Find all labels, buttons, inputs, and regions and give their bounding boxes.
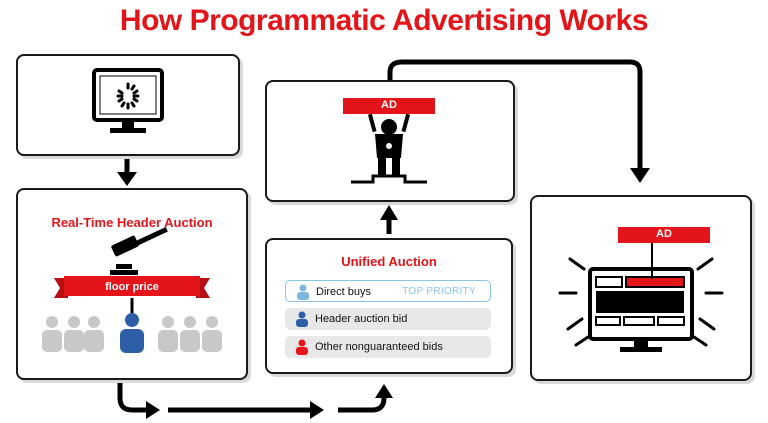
person-icon xyxy=(296,311,308,327)
podium-icon xyxy=(351,174,427,184)
auction-illustration xyxy=(42,226,222,353)
winning-ad-box: AD xyxy=(265,80,515,202)
row-label: Direct buys xyxy=(316,286,372,298)
row-label: Other nonguaranteed bids xyxy=(315,341,443,353)
ad-banner xyxy=(618,227,710,243)
ad-banner xyxy=(343,98,435,114)
person-icon xyxy=(297,284,309,300)
list-item-other-bids: Other nonguaranteed bids xyxy=(285,336,491,358)
list-item-direct-buys: Direct buys TOP PRIORITY xyxy=(285,280,491,302)
monitor-loading-icon xyxy=(92,68,164,133)
winner-ad-label: AD xyxy=(381,99,397,111)
winning-bidder-icon xyxy=(120,313,144,353)
header-auction-title: Real-Time Header Auction xyxy=(51,215,213,230)
list-item-header-bid: Header auction bid xyxy=(285,308,491,330)
loading-page-box xyxy=(16,54,240,156)
floor-price-ribbon xyxy=(54,276,210,298)
priority-tag: TOP PRIORITY xyxy=(402,286,476,297)
row-label: Header auction bid xyxy=(315,313,408,325)
page-title: How Programmatic Advertising Works xyxy=(119,4,649,37)
gavel-icon xyxy=(110,226,168,275)
winner-figure-icon xyxy=(367,113,411,176)
floor-price-label: floor price xyxy=(105,281,159,293)
unified-auction-box: Unified Auction Direct buys TOP PRIORITY… xyxy=(265,238,513,374)
arrow-winner-to-display xyxy=(387,59,643,170)
monitor-ad-illustration xyxy=(558,227,724,352)
ad-display-box: AD xyxy=(530,195,752,381)
arrow-auction-to-unified xyxy=(117,382,148,413)
unified-auction-title: Unified Auction xyxy=(341,254,437,269)
header-auction-box: Real-Time Header Auction floor pri xyxy=(16,188,248,380)
display-ad-label: AD xyxy=(656,228,672,240)
winner-illustration xyxy=(343,98,435,184)
bidders-group xyxy=(42,316,222,352)
person-icon xyxy=(296,339,308,355)
glow-lines xyxy=(558,257,724,347)
